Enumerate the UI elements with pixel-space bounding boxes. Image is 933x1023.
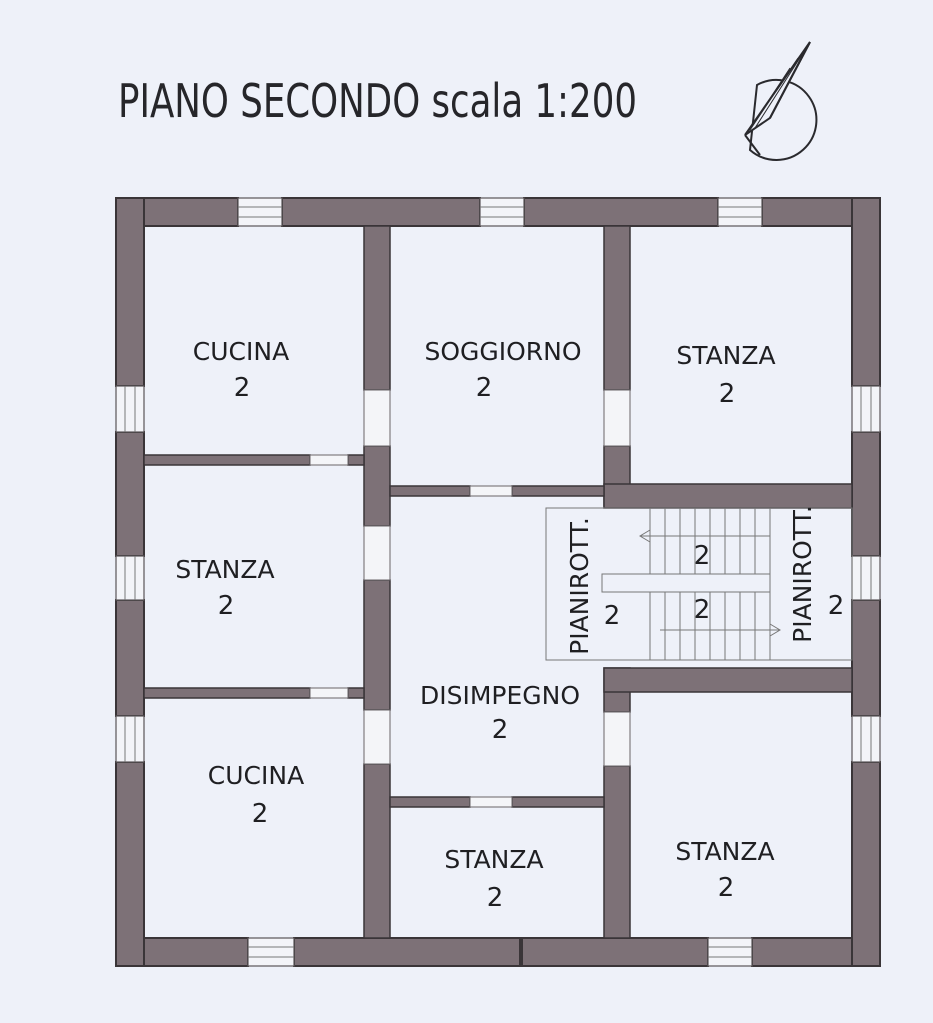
room-label-stanza-se: STANZA: [675, 837, 774, 866]
room-label-cucina-top: CUCINA: [193, 337, 289, 366]
room-label-cucina-bottom: CUCINA: [208, 761, 304, 790]
windows: [115, 197, 881, 967]
room-num-cucina-bottom: 2: [252, 799, 269, 829]
room-label-disimpegno: DISIMPEGNO: [420, 681, 580, 710]
room-labels: CUCINA 2 SOGGIORNO 2 STANZA 2 STANZA 2 D…: [175, 337, 844, 913]
room-label-pianirott-right: PIANIROTT.: [788, 505, 817, 643]
room-label-soggiorno: SOGGIORNO: [424, 337, 581, 366]
room-num-stanza-se: 2: [718, 873, 735, 903]
room-num-stanza-w: 2: [218, 591, 235, 621]
interior-walls: [143, 225, 853, 939]
room-num-stair-bottom: 2: [694, 595, 711, 625]
room-num-stanza-ne: 2: [719, 379, 736, 409]
drawing-title: PIANO SECONDO scala 1:200: [118, 74, 637, 128]
room-num-cucina-top: 2: [234, 373, 251, 403]
room-num-pianirott-right: 2: [828, 591, 845, 621]
north-arrow-icon: [744, 41, 818, 161]
room-num-soggiorno: 2: [476, 373, 493, 403]
room-num-pianirott-left: 2: [604, 601, 621, 631]
room-label-stanza-ne: STANZA: [676, 341, 775, 370]
room-label-pianirott-left: PIANIROTT.: [565, 517, 594, 655]
staircase: [545, 507, 853, 661]
room-num-stair-top: 2: [694, 541, 711, 571]
room-label-stanza-s: STANZA: [444, 845, 543, 874]
room-num-disimpegno: 2: [492, 715, 509, 745]
outer-walls: [115, 197, 881, 967]
room-num-stanza-s: 2: [487, 883, 504, 913]
room-label-stanza-w: STANZA: [175, 555, 274, 584]
door-openings: [309, 389, 631, 808]
